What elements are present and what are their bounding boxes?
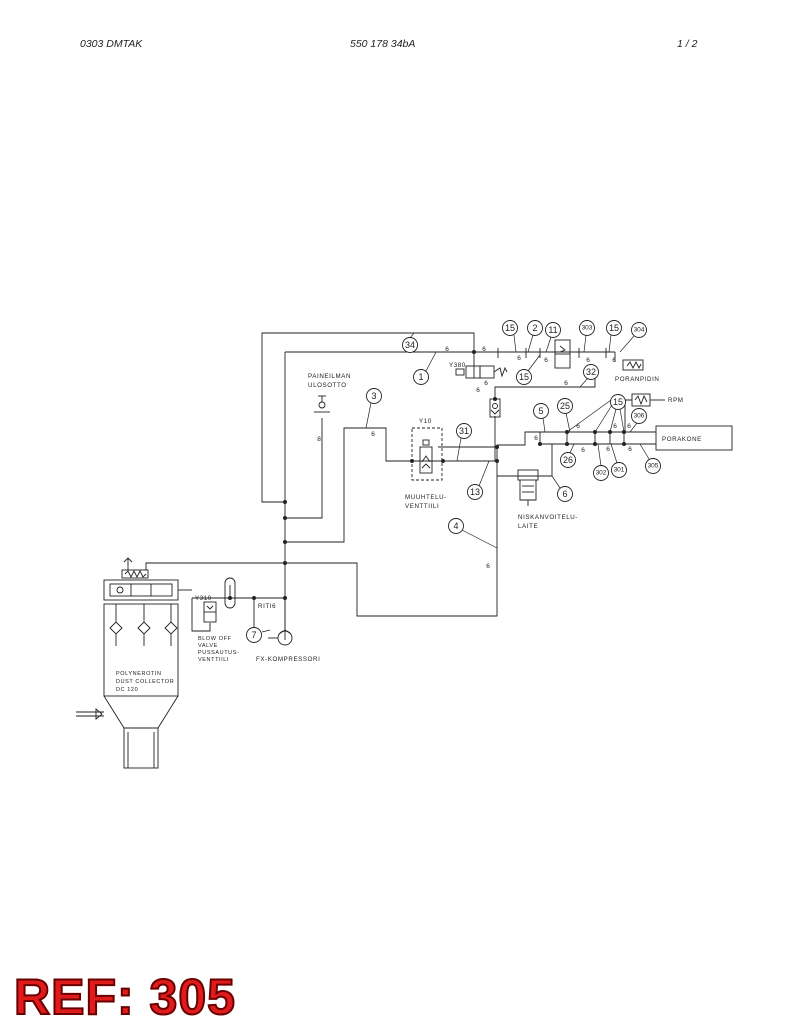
niskanvoitelu-lubricator-symbol	[517, 469, 539, 506]
label-valve: VALVE	[198, 643, 218, 649]
pipe-size: 6	[371, 431, 375, 438]
pipe-size: 6	[484, 380, 488, 387]
header-doc-code: 0303 DMTAK	[80, 38, 143, 50]
label-venttiili-2: VENTTIILI	[198, 657, 229, 663]
y380-valve-symbol	[455, 365, 508, 379]
callout-6: 6	[562, 489, 567, 499]
pipe-size: 6	[486, 563, 490, 570]
pipe-size: 8	[317, 436, 321, 443]
porakone-box	[655, 425, 733, 451]
pipe-size: 6	[628, 446, 632, 453]
label-y310: Y310	[195, 595, 212, 602]
y310-blowoff-valve-symbol	[203, 601, 217, 623]
callout-304: 304	[634, 327, 645, 334]
pipe-size: 6	[564, 380, 568, 387]
callout-circles	[246, 320, 661, 643]
label-kompressori: FX-KOMPRESSORI	[256, 656, 320, 663]
callout-15-d: 15	[613, 397, 623, 407]
pipe-size: 6	[445, 346, 449, 353]
callout-11: 11	[548, 325, 557, 335]
callout-26: 26	[563, 455, 573, 465]
label-blow-off: BLOW OFF	[198, 636, 232, 642]
header-part-number: 550 178 34bA	[350, 38, 416, 50]
label-y10: Y10	[419, 418, 432, 425]
callout-leaders	[261, 332, 650, 633]
poranpidin-cylinder-symbol	[614, 352, 644, 371]
pipe-size: 6	[586, 357, 590, 364]
label-pussautus: PUSSAUTUS-	[198, 650, 239, 656]
pipe-size: 6	[612, 357, 616, 364]
callout-302: 302	[596, 470, 607, 477]
pipe-size: 6	[606, 446, 610, 453]
pipe-size-labels: 6 6 6 6 6 6 6 6 8 6 6 6 6 6 6 6 6 6 6	[317, 346, 632, 570]
callout-31: 31	[459, 426, 469, 436]
callout-4: 4	[453, 521, 458, 531]
callout-15-b: 15	[609, 323, 619, 333]
rpm-sensor-symbol	[631, 393, 651, 407]
callout-301: 301	[614, 467, 625, 474]
label-niskanvoitelu: NISKANVOITELU-	[518, 514, 578, 521]
callout-34: 34	[405, 340, 415, 350]
callout-1: 1	[418, 372, 423, 382]
label-polynerotin: POLYNEROTIN	[116, 671, 162, 677]
label-porakone: PORAKONE	[662, 436, 702, 443]
label-venttiili: VENTTIILI	[405, 503, 439, 510]
pipe-size: 6	[544, 357, 548, 364]
label-paineilman: PAINEILMAN	[308, 373, 351, 380]
y10-valve-symbol	[411, 427, 443, 481]
callout-3: 3	[371, 391, 376, 401]
callout-32: 32	[586, 367, 596, 377]
callout-numbers: 34 1 15 2 11 303 15 304 15 32 3 31 5 25 …	[251, 323, 658, 640]
label-dc-120: DC 120	[116, 687, 138, 693]
pipe-size: 6	[613, 423, 617, 430]
label-y380: Y380	[449, 362, 466, 369]
callout-306: 306	[634, 413, 645, 420]
callout-5: 5	[538, 406, 543, 416]
pipe-size: 6	[581, 447, 585, 454]
valve-11-symbol	[554, 339, 571, 369]
check-valve-symbol	[489, 398, 501, 418]
junction-dots	[228, 350, 626, 600]
air-reservoir-symbol	[224, 577, 236, 609]
callout-7: 7	[251, 630, 256, 640]
pipe-size: 6	[534, 435, 538, 442]
label-muuhtelu: MUUHTELU-	[405, 494, 447, 501]
callout-13: 13	[470, 487, 480, 497]
label-laite: LAITE	[518, 523, 538, 530]
label-ulosotto: ULOSOTTO	[308, 382, 347, 389]
pipe-size: 6	[476, 387, 480, 394]
pipe-size: 6	[576, 423, 580, 430]
pipe-ticks	[497, 348, 607, 358]
pipe-size: 6	[517, 355, 521, 362]
callout-2: 2	[532, 323, 537, 333]
callout-25: 25	[560, 401, 570, 411]
callout-303: 303	[582, 325, 593, 332]
header-page-number: 1 / 2	[677, 38, 698, 50]
callout-305: 305	[648, 463, 659, 470]
callout-15-c: 15	[519, 372, 529, 382]
pipe-size: 6	[627, 423, 631, 430]
component-labels: PAINEILMAN ULOSOTTO Y380 Y10 MUUHTELU- V…	[116, 362, 702, 693]
label-riti6: RITI6	[258, 603, 276, 610]
label-poranpidin: PORANPIDIN	[615, 376, 660, 383]
dust-collector-symbol	[76, 557, 179, 769]
callout-15-a: 15	[505, 323, 515, 333]
compressor-symbol	[268, 629, 293, 646]
label-dust-collector: DUST COLLECTOR	[116, 679, 174, 685]
ref-stamp: REF: 305	[13, 968, 236, 1026]
paineilman-outlet-symbol	[314, 395, 330, 413]
label-rpm: RPM	[668, 397, 684, 404]
pipe-size: 6	[482, 346, 486, 353]
